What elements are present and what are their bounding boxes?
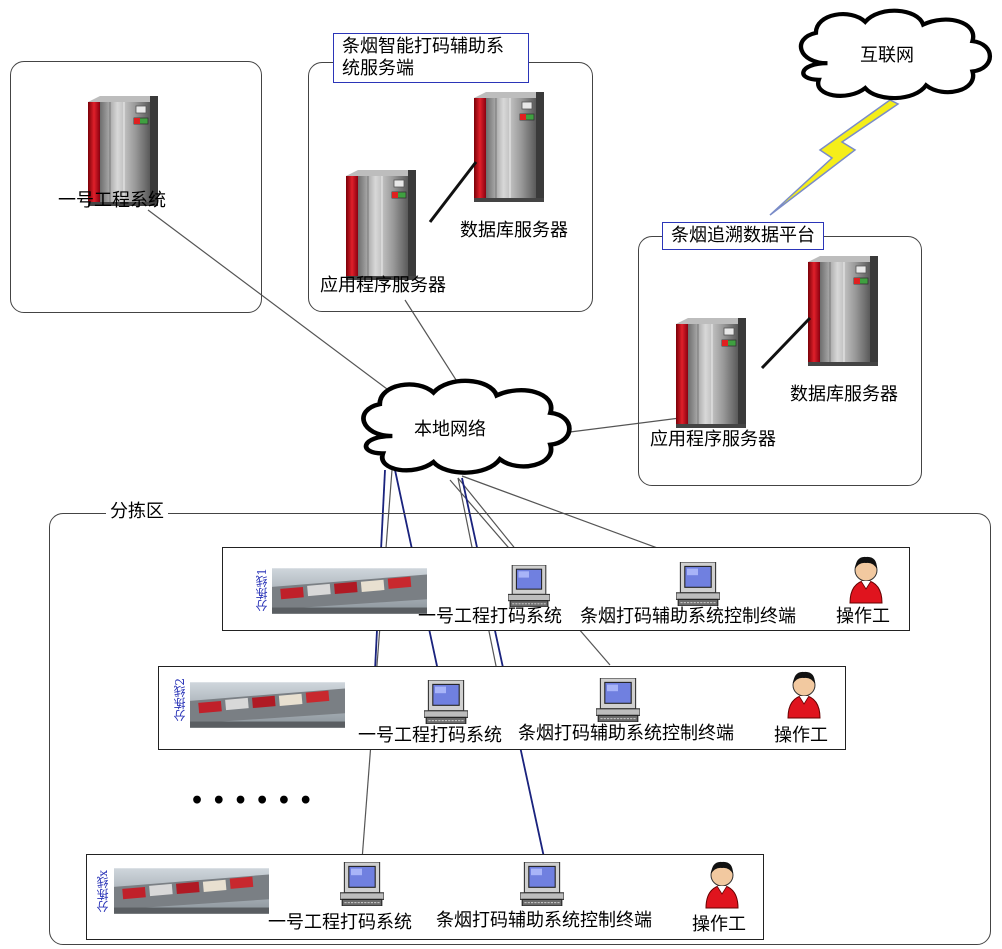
sorting-line-x-conveyor xyxy=(114,868,269,914)
line-2-operator-label: 操作工 xyxy=(774,725,828,746)
trace-platform-title-text: 条烟追溯数据平台 xyxy=(671,225,815,246)
line-1-coding-system-label: 一号工程打码系统 xyxy=(418,606,562,627)
line-x-operator-icon xyxy=(705,861,739,909)
sorting-line-1-label: 分拣线1 xyxy=(255,568,269,612)
line-1-control-terminal-label: 条烟打码辅助系统控制终端 xyxy=(580,606,796,627)
link-service-to-lan xyxy=(404,299,459,384)
service-app-server-label: 应用程序服务器 xyxy=(320,275,446,296)
trace-platform-title: 条烟追溯数据平台 xyxy=(662,222,824,250)
trace-db-server-label: 数据库服务器 xyxy=(790,384,898,405)
line-x-coding-terminal-icon xyxy=(340,862,384,906)
sorting-line-1 xyxy=(222,547,910,631)
engineering-system-box xyxy=(10,61,262,313)
line-2-control-terminal-label: 条烟打码辅助系统控制终端 xyxy=(518,723,734,744)
line-x-operator-label: 操作工 xyxy=(692,914,746,935)
line-x-control-terminal-icon xyxy=(520,862,564,906)
line-2-coding-system-label: 一号工程打码系统 xyxy=(358,725,502,746)
line-2-control-terminal-icon xyxy=(596,678,640,722)
sorting-area-label: 分拣区 xyxy=(106,503,168,521)
line-2-coding-terminal-icon xyxy=(424,680,468,724)
local-network-label: 本地网络 xyxy=(414,419,486,440)
line-1-operator-label: 操作工 xyxy=(836,606,890,627)
line-1-control-terminal-icon xyxy=(676,562,720,606)
line-1-operator-icon xyxy=(849,556,883,604)
internet-label: 互联网 xyxy=(860,45,914,66)
more-lines-ellipsis: • • • • • • xyxy=(190,788,313,814)
smart-coding-service-title: 条烟智能打码辅助系统服务端 xyxy=(333,33,529,83)
lightning-bolt-icon xyxy=(769,99,900,216)
link-lan-to-line1-control xyxy=(461,475,691,561)
sorting-area-box xyxy=(49,513,991,945)
link-engineering-to-lan xyxy=(147,209,396,396)
line-2-operator-icon xyxy=(787,671,821,719)
line-x-control-terminal-label: 条烟打码辅助系统控制终端 xyxy=(436,910,652,931)
trace-app-server-label: 应用程序服务器 xyxy=(650,429,776,450)
service-db-server-label: 数据库服务器 xyxy=(460,220,568,241)
sorting-line-x-label: 分拣线x xyxy=(96,870,110,913)
line-1-coding-terminal-icon xyxy=(508,565,550,607)
sorting-line-2-conveyor xyxy=(190,682,345,728)
smart-coding-service-title-text: 条烟智能打码辅助系统服务端 xyxy=(342,36,504,79)
line-x-coding-system-label: 一号工程打码系统 xyxy=(268,912,412,933)
link-lan-to-linex-coding xyxy=(361,469,393,861)
engineering-system-label: 一号工程系统 xyxy=(58,190,166,211)
sorting-line-2-label: 分拣线2 xyxy=(173,678,187,722)
sorting-line-1-conveyor xyxy=(272,568,427,614)
link-trace-to-lan xyxy=(569,417,681,433)
